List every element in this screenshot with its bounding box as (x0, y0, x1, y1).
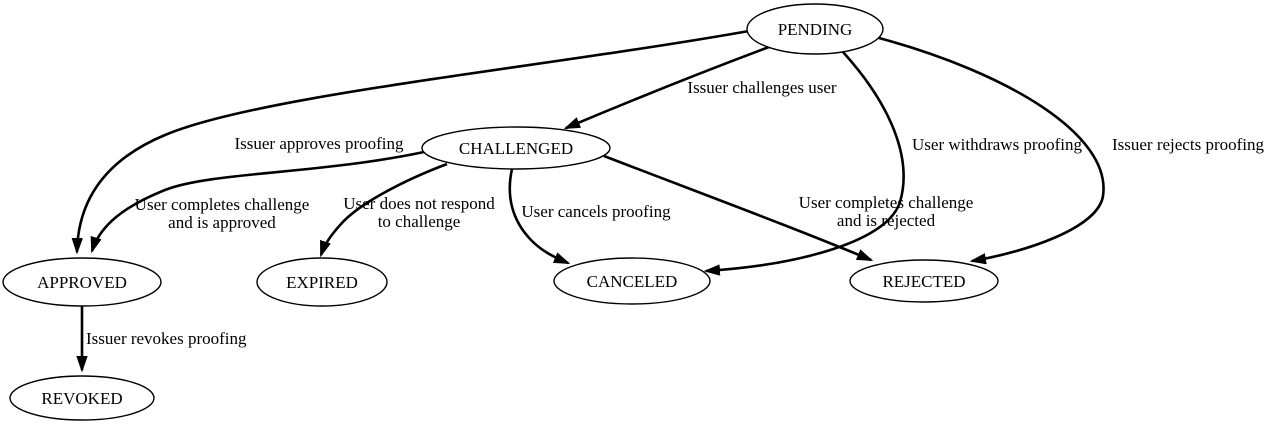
node-expired: EXPIRED (256, 257, 388, 307)
edge-label-pending-rejected: Issuer rejects proofing (1112, 135, 1265, 154)
edge-challenged-rejected (603, 154, 871, 262)
edge-label-pending-challenged: Issuer challenges user (687, 78, 837, 97)
node-rejected: REJECTED (849, 259, 999, 303)
edge-challenged-canceled (508, 168, 568, 265)
node-pending-shape (746, 3, 884, 55)
edge-pending-challenged (566, 45, 770, 130)
node-canceled: CANCELED (553, 257, 711, 305)
node-revoked-shape (9, 375, 155, 421)
edges-layer (77, 29, 1105, 370)
edge-label-challenged-rejected-line2: and is rejected (837, 211, 936, 230)
node-expired-label: EXPIRED (286, 273, 358, 292)
node-rejected-shape (849, 259, 999, 303)
edge-label-challenged-expired-line1: User does not respond (343, 194, 495, 213)
node-approved-shape (2, 257, 162, 307)
edge-label-challenged-rejected-line1: User completes challenge (799, 193, 974, 212)
node-approved: APPROVED (2, 257, 162, 307)
node-pending-label: PENDING (778, 20, 853, 39)
edge-label-approved-revoked: Issuer revokes proofing (86, 329, 247, 348)
edge-label-pending-canceled: User withdraws proofing (912, 135, 1082, 154)
node-revoked-label: REVOKED (41, 389, 122, 408)
edge-label-challenged-expired-line2: to challenge (378, 212, 461, 231)
edge-label-pending-approved: Issuer approves proofing (234, 134, 404, 153)
node-pending: PENDING (746, 3, 884, 55)
node-expired-shape (256, 257, 388, 307)
node-challenged-label: CHALLENGED (459, 139, 573, 158)
edge-pending-approved (77, 29, 750, 252)
node-rejected-label: REJECTED (882, 272, 965, 291)
edge-label-challenged-approved-line2: and is approved (168, 213, 276, 232)
node-challenged: CHALLENGED (421, 126, 611, 170)
edge-pending-rejected (878, 36, 1105, 261)
node-canceled-shape (553, 257, 711, 305)
edge-challenged-approved (92, 150, 425, 251)
nodes-layer: PENDING CHALLENGED APPROVED EXPIRED CANCELED… (2, 3, 999, 421)
edge-label-challenged-approved-line1: User completes challenge (135, 195, 310, 214)
node-approved-label: APPROVED (37, 273, 127, 292)
node-challenged-shape (421, 126, 611, 170)
edge-challenged-expired (319, 162, 448, 255)
edge-label-challenged-canceled: User cancels proofing (521, 202, 671, 221)
edge-pending-canceled (706, 51, 905, 271)
node-revoked: REVOKED (9, 375, 155, 421)
node-canceled-label: CANCELED (587, 272, 678, 291)
